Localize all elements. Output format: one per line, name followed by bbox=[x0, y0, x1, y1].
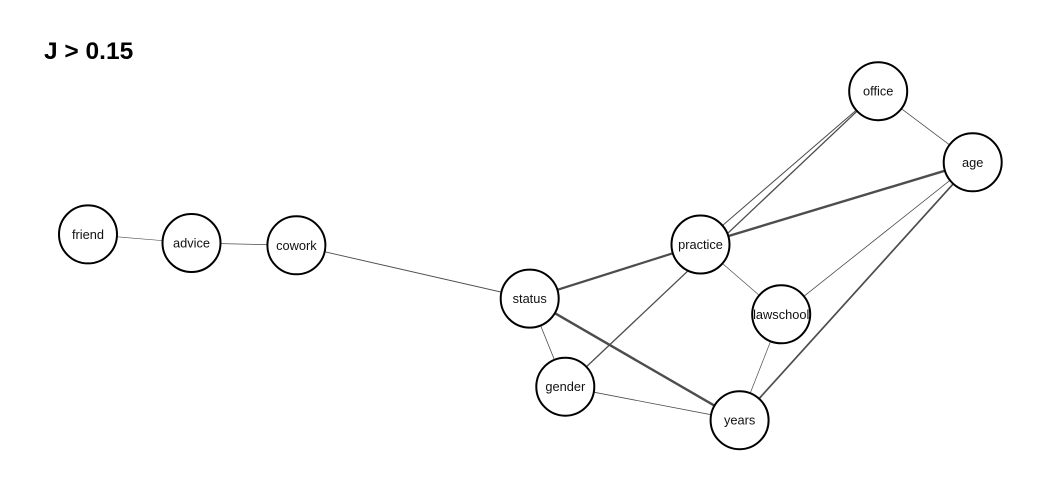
svg-text:office: office bbox=[863, 84, 893, 99]
svg-text:cowork: cowork bbox=[276, 238, 317, 253]
svg-text:J > 0.15: J > 0.15 bbox=[44, 38, 133, 65]
svg-text:status: status bbox=[513, 291, 547, 306]
svg-text:practice: practice bbox=[678, 237, 723, 252]
svg-text:age: age bbox=[962, 155, 983, 170]
svg-text:friend: friend bbox=[72, 227, 104, 242]
svg-text:lawschool: lawschool bbox=[753, 307, 809, 322]
svg-text:gender: gender bbox=[545, 379, 586, 394]
svg-text:years: years bbox=[724, 413, 755, 428]
svg-text:advice: advice bbox=[173, 236, 210, 251]
